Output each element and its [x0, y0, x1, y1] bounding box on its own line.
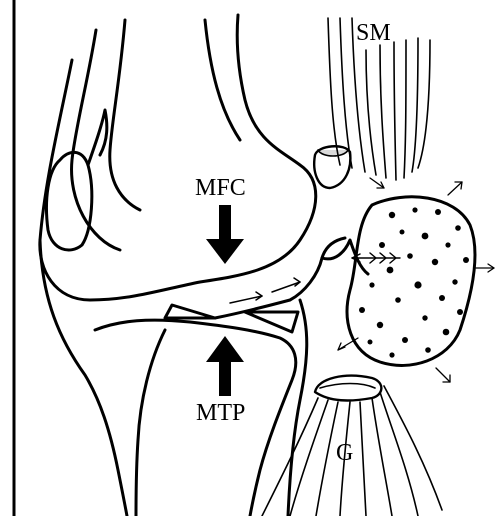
- label-g: G: [336, 440, 353, 466]
- femur-inner-line: [110, 20, 140, 210]
- sm-tendon-cut: [318, 150, 348, 156]
- label-mfc: MFC: [195, 175, 246, 201]
- label-sm: SM: [356, 20, 391, 46]
- g-muscle-cut: [320, 384, 375, 389]
- meniscus-anterior: [165, 305, 215, 318]
- patella-tendon: [88, 110, 107, 165]
- cyst-speckles: [359, 207, 469, 357]
- patella-outline: [47, 152, 92, 250]
- mtp-force-arrow: [206, 336, 244, 396]
- femur-outline: [40, 15, 316, 300]
- g-muscle-top: [315, 376, 381, 401]
- tibia-inner-line: [136, 330, 165, 516]
- femur-posterior-line: [205, 20, 240, 140]
- label-mtp: MTP: [196, 400, 245, 426]
- mfc-force-arrow: [206, 205, 244, 264]
- meniscus-posterior: [245, 312, 298, 332]
- cyst-inflow-arrow: [352, 253, 400, 263]
